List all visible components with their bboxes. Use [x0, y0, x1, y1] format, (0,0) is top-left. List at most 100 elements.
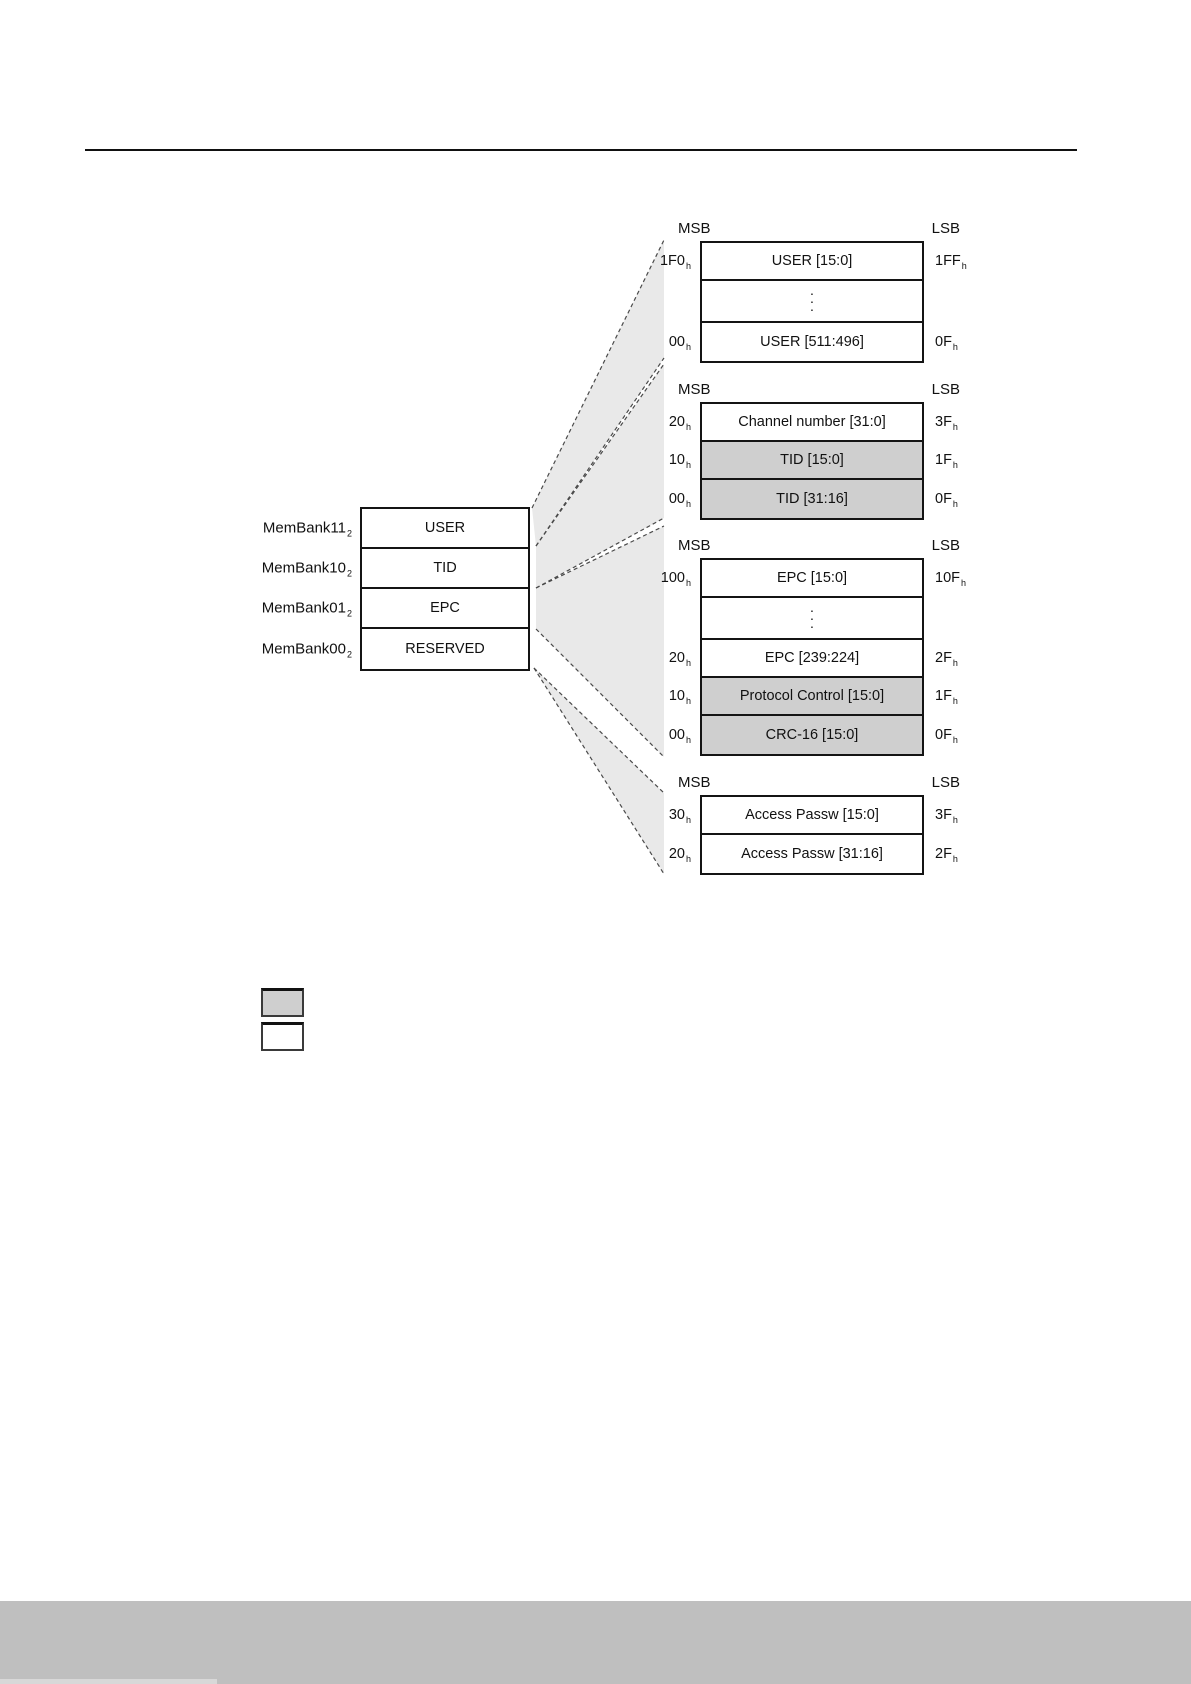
wedge-epc	[536, 526, 664, 757]
row-address-left: 100h	[660, 570, 691, 588]
binary-subscript: 2	[346, 608, 352, 619]
table-row-ellipsis: · · ·	[702, 598, 922, 640]
memory-map-connectors	[531, 239, 665, 875]
row-content: EPC [15:0]	[776, 570, 848, 586]
row-address-left: 00h	[668, 491, 691, 509]
lsb-label: LSB	[931, 774, 960, 791]
user-detail-table: MSB LSB 1F0h USER [15:0] 1FFh · · · 00h …	[660, 220, 967, 363]
hex-subscript: h	[685, 735, 691, 745]
hex-subscript: h	[952, 854, 958, 864]
hex-subscript: h	[952, 658, 958, 668]
reserved-detail-table: MSB LSB 30h Access Passw [15:0] 3Fh 20h …	[669, 774, 960, 875]
dashed-line-reserved-top	[533, 667, 665, 794]
hex-subscript: h	[685, 815, 691, 825]
msb-label: MSB	[678, 537, 711, 554]
footer-bar	[0, 1601, 1191, 1684]
overview-row-user: MemBank112 USER	[263, 509, 528, 549]
row-content: Access Passw [15:0]	[745, 807, 879, 823]
binary-subscript: 2	[346, 649, 352, 660]
table-row: 20h Access Passw [31:16] 2Fh	[669, 835, 958, 873]
dashed-line-reserved-bottom	[533, 667, 665, 875]
table-row: 10h TID [15:0] 1Fh	[669, 442, 958, 480]
row-content: Protocol Control [15:0]	[739, 688, 885, 704]
hex-subscript: h	[685, 422, 691, 432]
dashed-line-tid-top	[535, 363, 665, 547]
table-row: 00h CRC-16 [15:0] 0Fh	[669, 716, 958, 754]
row-address-right: 0Fh	[935, 727, 958, 745]
membank-label: MemBank102	[261, 559, 352, 579]
overview-row-reserved: MemBank002 RESERVED	[262, 629, 528, 669]
row-address-left: 20h	[668, 846, 691, 864]
row-address-right: 1Fh	[935, 688, 958, 706]
row-content: Channel number [31:0]	[738, 414, 886, 430]
hex-subscript: h	[685, 578, 691, 588]
row-address-left: 30h	[668, 807, 691, 825]
table-row: 00h USER [511:496] 0Fh	[669, 323, 958, 361]
row-address-right: 3Fh	[935, 414, 958, 432]
overview-row-epc: MemBank012 EPC	[262, 589, 528, 629]
hex-subscript: h	[952, 342, 958, 352]
overview-row-tid: MemBank102 TID	[262, 549, 528, 589]
table-row: 20h EPC [239:224] 2Fh	[669, 640, 958, 678]
dashed-line-epc-bottom	[535, 628, 665, 758]
legend-unshaded-swatch	[261, 1022, 304, 1051]
dashed-line-user-bottom	[535, 357, 665, 547]
bank-name: EPC	[430, 600, 460, 616]
row-content: TID [15:0]	[780, 452, 844, 468]
hex-subscript: h	[685, 854, 691, 864]
row-content: CRC-16 [15:0]	[765, 727, 859, 743]
lsb-label: LSB	[931, 537, 960, 554]
msb-label: MSB	[678, 774, 711, 791]
msb-label: MSB	[678, 220, 711, 237]
epc-detail-table: MSB LSB 100h EPC [15:0] 10Fh · · · 20h E…	[661, 537, 966, 756]
hex-subscript: h	[952, 499, 958, 509]
table-row: 1F0h USER [15:0] 1FFh	[660, 243, 967, 281]
vertical-ellipsis: · · ·	[809, 285, 815, 317]
hex-subscript: h	[952, 696, 958, 706]
row-address-left: 20h	[668, 650, 691, 668]
membank-label: MemBank012	[261, 599, 352, 619]
row-address-right: 2Fh	[935, 650, 958, 668]
vertical-ellipsis: · · ·	[809, 602, 815, 634]
bank-name: RESERVED	[405, 641, 485, 657]
table-row: 30h Access Passw [15:0] 3Fh	[669, 797, 958, 835]
bank-name: USER	[424, 520, 466, 536]
row-address-right: 0Fh	[935, 491, 958, 509]
hex-subscript: h	[685, 658, 691, 668]
binary-subscript: 2	[346, 528, 352, 539]
dashed-line-user-top	[531, 239, 665, 509]
hex-subscript: h	[685, 261, 691, 271]
lsb-label: LSB	[931, 381, 960, 398]
hex-subscript: h	[685, 460, 691, 470]
row-address-left: 20h	[668, 414, 691, 432]
tid-detail-table: MSB LSB 20h Channel number [31:0] 3Fh 10…	[669, 381, 960, 520]
lsb-label: LSB	[931, 220, 960, 237]
table-row: 00h TID [31:16] 0Fh	[669, 480, 958, 518]
table-row: 20h Channel number [31:0] 3Fh	[669, 404, 958, 442]
header-rule	[85, 149, 1077, 151]
row-address-left: 00h	[668, 334, 691, 352]
membank-label: MemBank112	[262, 519, 352, 539]
dashed-line-tid-bottom	[535, 517, 665, 589]
row-address-left: 1F0h	[659, 253, 691, 271]
tid-table-header: MSB LSB	[678, 381, 960, 398]
bank-name: TID	[433, 560, 457, 576]
table-row: 100h EPC [15:0] 10Fh	[661, 560, 966, 598]
hex-subscript: h	[952, 422, 958, 432]
msb-label: MSB	[678, 381, 711, 398]
row-address-right: 1FFh	[935, 253, 967, 271]
hex-subscript: h	[685, 499, 691, 509]
row-address-right: 1Fh	[935, 452, 958, 470]
row-address-right: 2Fh	[935, 846, 958, 864]
binary-subscript: 2	[346, 568, 352, 579]
row-content: USER [511:496]	[760, 334, 864, 350]
row-address-right: 10Fh	[935, 570, 967, 588]
row-content: USER [15:0]	[771, 253, 853, 269]
hex-subscript: h	[961, 261, 967, 271]
row-address-right: 3Fh	[935, 807, 958, 825]
epc-table-header: MSB LSB	[678, 537, 960, 554]
row-address-left: 10h	[668, 452, 691, 470]
reserved-table-header: MSB LSB	[678, 774, 960, 791]
bank-overview-box: MemBank112 USER MemBank102 TID MemBank01…	[262, 507, 530, 671]
